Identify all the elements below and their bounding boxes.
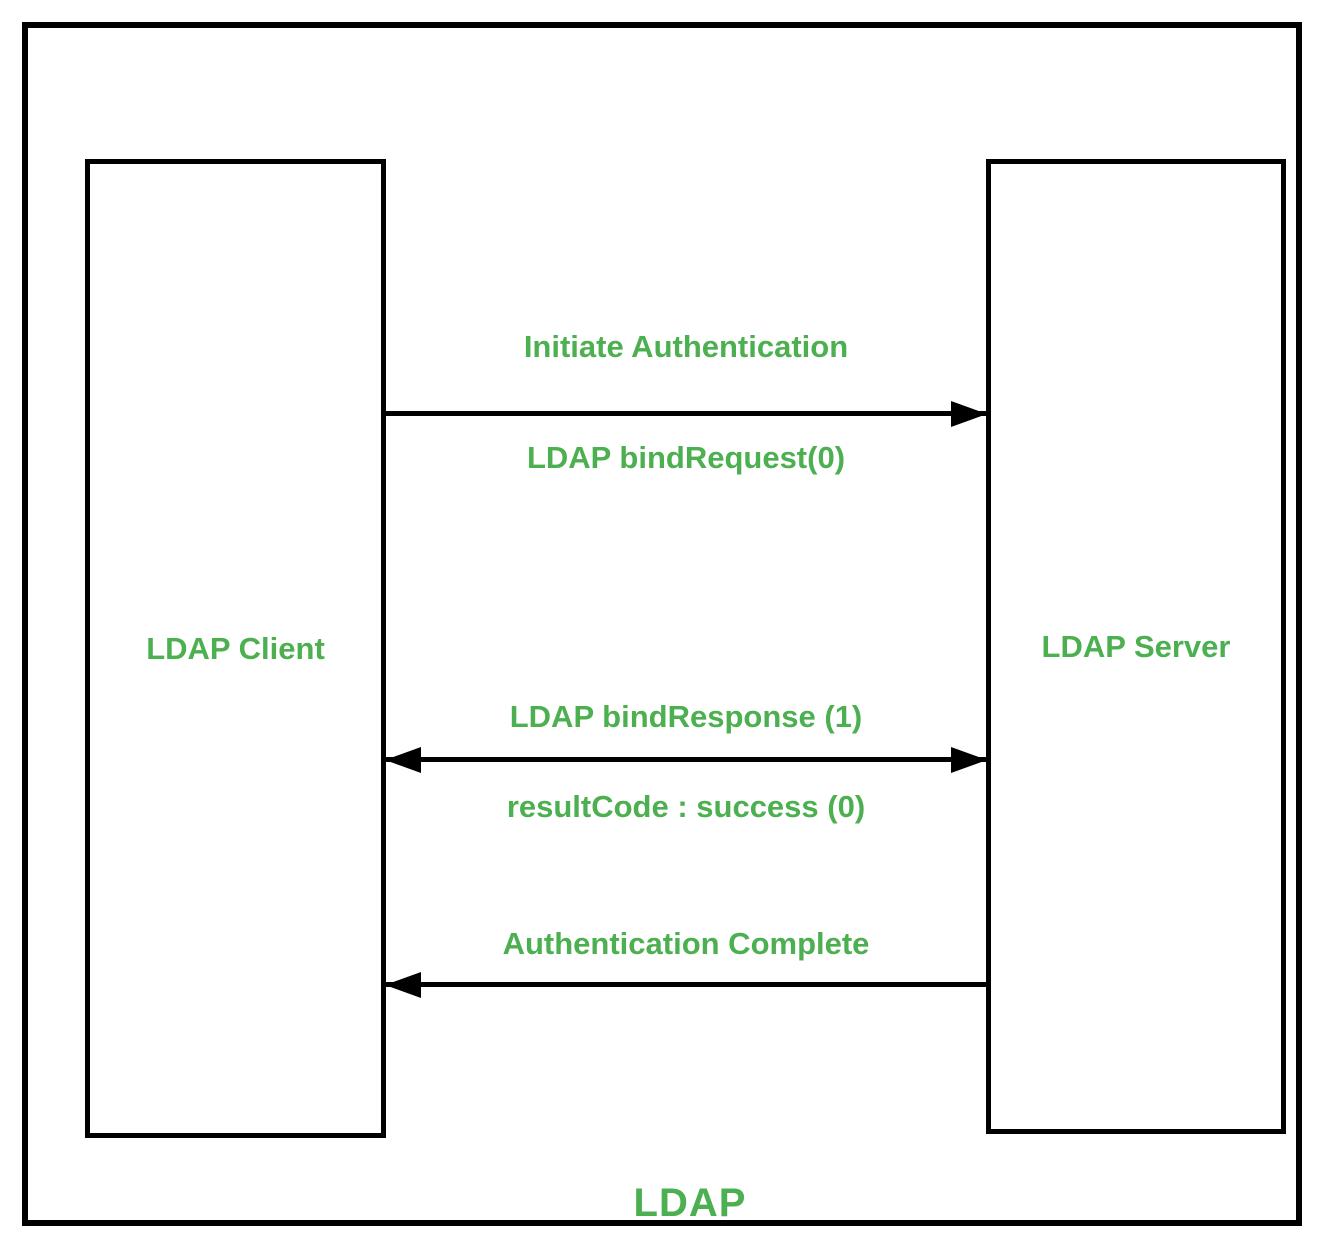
ldap-server-label: LDAP Server [1041,628,1231,664]
message-2-label-above: LDAP bindResponse (1) [509,699,863,734]
arrowhead-right-icon [951,400,987,427]
arrowhead-left-icon [385,746,421,773]
message-lane: Initiate Authentication LDAP bindRequest… [385,28,987,1220]
message-2-label-below: resultCode : success (0) [506,789,866,824]
message-3-arrow [385,971,986,998]
arrowhead-left-icon [385,971,421,998]
message-1-arrow [386,400,987,427]
arrowhead-right-icon [951,746,987,773]
message-1-label-below: LDAP bindRequest(0) [526,440,846,475]
ldap-client-label: LDAP Client [146,630,325,666]
message-3-label-above: Authentication Complete [502,926,870,961]
message-2-arrow [385,746,987,773]
ldap-client-box: LDAP Client [85,159,386,1138]
diagram-frame: LDAP Client LDAP Server Initiate Authent… [22,22,1302,1226]
message-1-label-above: Initiate Authentication [523,329,849,364]
diagram-title: LDAP [633,1181,747,1225]
ldap-server-box: LDAP Server [986,159,1286,1134]
